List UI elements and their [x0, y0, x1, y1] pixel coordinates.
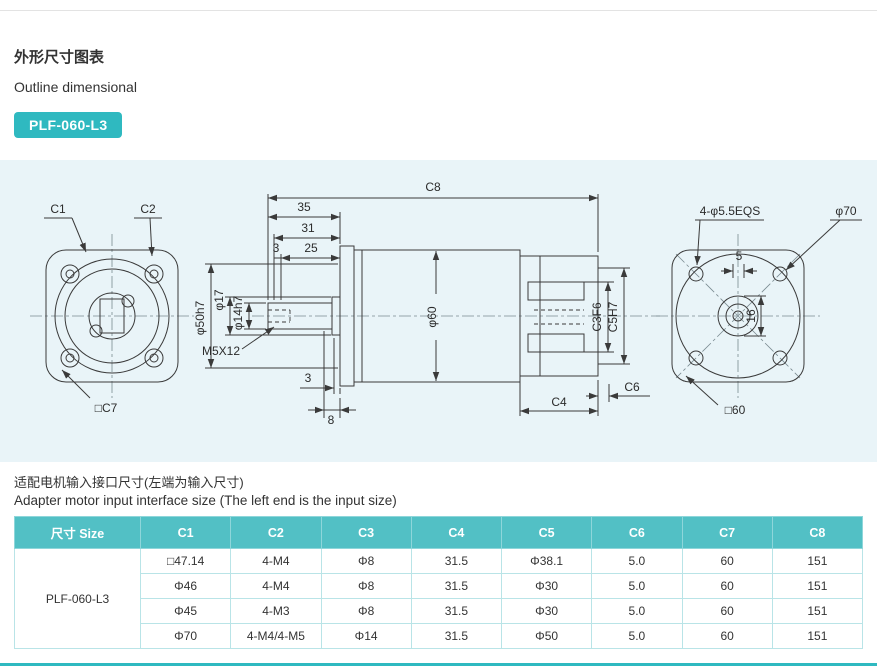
dim-35-label: 35 [297, 200, 311, 214]
col-header-c2: C2 [230, 516, 322, 549]
cell: Φ70 [139, 623, 232, 649]
cell: 31.5 [410, 548, 503, 574]
cell: Φ14 [320, 623, 412, 649]
note-en: Adapter motor input interface size (The … [14, 493, 397, 508]
table-row: PLF-060-L3 □47.14 4-M4 Φ8 31.5 Φ38.1 5.0… [14, 548, 864, 649]
cell: 151 [771, 598, 864, 624]
cell: Φ38.1 [500, 548, 593, 574]
top-divider [0, 10, 877, 11]
cell: 60 [681, 548, 773, 574]
dim-c6-label: C6 [624, 380, 640, 394]
rear-view: 16 5 4-φ5.5EQS φ70 □60 [656, 204, 862, 417]
page-title-zh: 外形尺寸图表 [14, 49, 105, 66]
dim-c2-label: C2 [140, 202, 156, 216]
cell: 5.0 [591, 548, 683, 574]
table-row: Φ46 4-M4 Φ8 31.5 Φ30 5.0 60 151 [15, 573, 864, 599]
thread-label: M5X12 [202, 344, 240, 358]
cell: 4-M4/4-M5 [230, 623, 322, 649]
model-badge: PLF-060-L3 [14, 112, 123, 138]
table-row: Φ70 4-M4/4-M5 Φ14 31.5 Φ50 5.0 60 151 [15, 623, 864, 649]
cell: Φ8 [320, 548, 412, 574]
cell: Φ50 [500, 623, 593, 649]
cell: 151 [771, 623, 864, 649]
cell: 5.0 [591, 573, 683, 599]
cell: 151 [771, 573, 864, 599]
dim-phi70-label: φ70 [835, 204, 856, 218]
cell: 60 [681, 598, 773, 624]
cell: 31.5 [410, 623, 503, 649]
col-header-c8: C8 [771, 516, 864, 549]
cell: Φ30 [500, 598, 593, 624]
col-header-size: 尺寸 Size [14, 516, 141, 549]
note-zh: 适配电机输入接口尺寸(左端为输入尺寸) [14, 475, 244, 490]
dim-16-label: 16 [744, 309, 758, 323]
cell: Φ45 [139, 598, 232, 624]
page-title-en: Outline dimensional [14, 79, 137, 95]
dim-c7-label: □C7 [95, 401, 118, 415]
dim-phi50-label: φ50h7 [193, 300, 207, 335]
dim-c8-label: C8 [425, 180, 441, 194]
cell: Φ30 [500, 573, 593, 599]
col-header-c1: C1 [139, 516, 232, 549]
cell: 5.0 [591, 598, 683, 624]
dim-3-bottom-label: 3 [305, 371, 312, 385]
dim-25-label: 25 [304, 241, 318, 255]
drawing-panel: C1 C2 □C7 [0, 160, 877, 462]
side-view: C8 35 31 3 25 φ50h7 [193, 180, 660, 427]
dim-c3-label: C3F6 [590, 302, 604, 332]
col-header-c7: C7 [681, 516, 773, 549]
cell: Φ8 [320, 573, 412, 599]
cell: 5.0 [591, 623, 683, 649]
dim-5-label: 5 [736, 249, 743, 263]
cell: 60 [681, 573, 773, 599]
dim-8-label: 8 [328, 413, 335, 427]
front-view: C1 C2 □C7 [30, 202, 194, 415]
dim-sq60-label: □60 [725, 403, 746, 417]
dim-c4-label: C4 [551, 395, 567, 409]
col-header-c6: C6 [591, 516, 683, 549]
cell: Φ8 [320, 598, 412, 624]
cell: 4-M4 [230, 548, 322, 574]
dim-c5-label: C5H7 [606, 301, 620, 332]
cell: 4-M3 [230, 598, 322, 624]
cell: Φ46 [139, 573, 232, 599]
dim-phi17-label: φ17 [212, 289, 226, 310]
dimension-table: 尺寸 Size C1 C2 C3 C4 C5 C6 C7 C8 PLF-060-… [14, 516, 864, 649]
cell: 31.5 [410, 573, 503, 599]
table-header-row: 尺寸 Size C1 C2 C3 C4 C5 C6 C7 C8 [14, 516, 864, 549]
cell: 4-M4 [230, 573, 322, 599]
outline-drawing: C1 C2 □C7 [30, 180, 862, 427]
cell: □47.14 [139, 548, 232, 574]
dim-c1-label: C1 [50, 202, 66, 216]
cell: 31.5 [410, 598, 503, 624]
cell: 60 [681, 623, 773, 649]
dim-phi14-label: φ14h7 [231, 295, 245, 330]
bottom-divider [0, 663, 877, 666]
bolt-holes-label: 4-φ5.5EQS [700, 204, 760, 218]
col-header-c4: C4 [410, 516, 503, 549]
dim-31-label: 31 [301, 221, 315, 235]
col-header-c3: C3 [320, 516, 412, 549]
col-header-c5: C5 [500, 516, 593, 549]
table-row: Φ45 4-M3 Φ8 31.5 Φ30 5.0 60 151 [15, 598, 864, 624]
cell: 151 [771, 548, 864, 574]
dim-3-top-label: 3 [273, 241, 280, 255]
dim-phi60-label: φ60 [425, 306, 439, 327]
model-cell: PLF-060-L3 [14, 548, 141, 649]
